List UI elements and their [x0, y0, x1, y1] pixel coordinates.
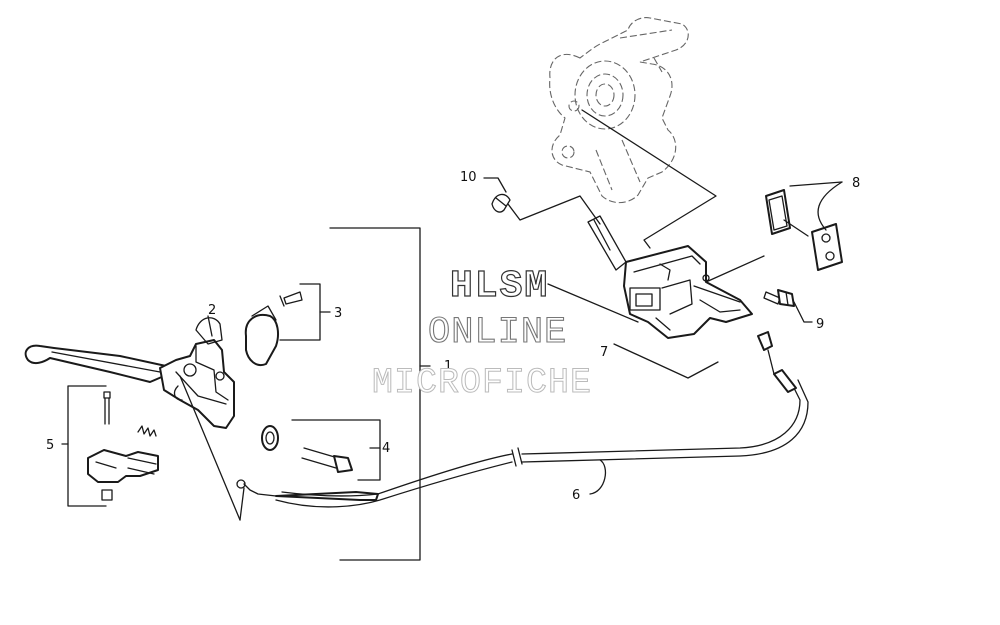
callout-6: 6 — [572, 488, 580, 503]
callout-10: 10 — [460, 170, 477, 185]
brake-pads — [765, 189, 843, 271]
pad-retaining-clip — [491, 193, 511, 213]
brake-lever-assembly — [24, 291, 353, 501]
callout-8: 8 — [852, 176, 860, 191]
watermark: HLSM ONLINE MICROFICHE — [372, 264, 592, 403]
steering-knuckle-ghost — [549, 17, 689, 204]
brake-caliper — [587, 215, 753, 339]
leader-lines — [61, 109, 843, 561]
callout-7: 7 — [600, 345, 608, 360]
callout-labels: 1 2 3 4 5 6 7 8 9 10 — [46, 170, 860, 503]
callout-5: 5 — [46, 438, 54, 453]
watermark-line-2: ONLINE — [428, 312, 567, 354]
callout-9: 9 — [816, 317, 824, 332]
callout-1: 1 — [444, 359, 452, 374]
brake-cable — [236, 331, 809, 508]
caliper-bolt — [763, 289, 795, 307]
callout-4: 4 — [382, 441, 390, 456]
watermark-line-3: MICROFICHE — [372, 363, 592, 403]
callout-3: 3 — [334, 306, 342, 321]
callout-2: 2 — [208, 303, 216, 318]
watermark-line-1: HLSM — [450, 265, 549, 308]
